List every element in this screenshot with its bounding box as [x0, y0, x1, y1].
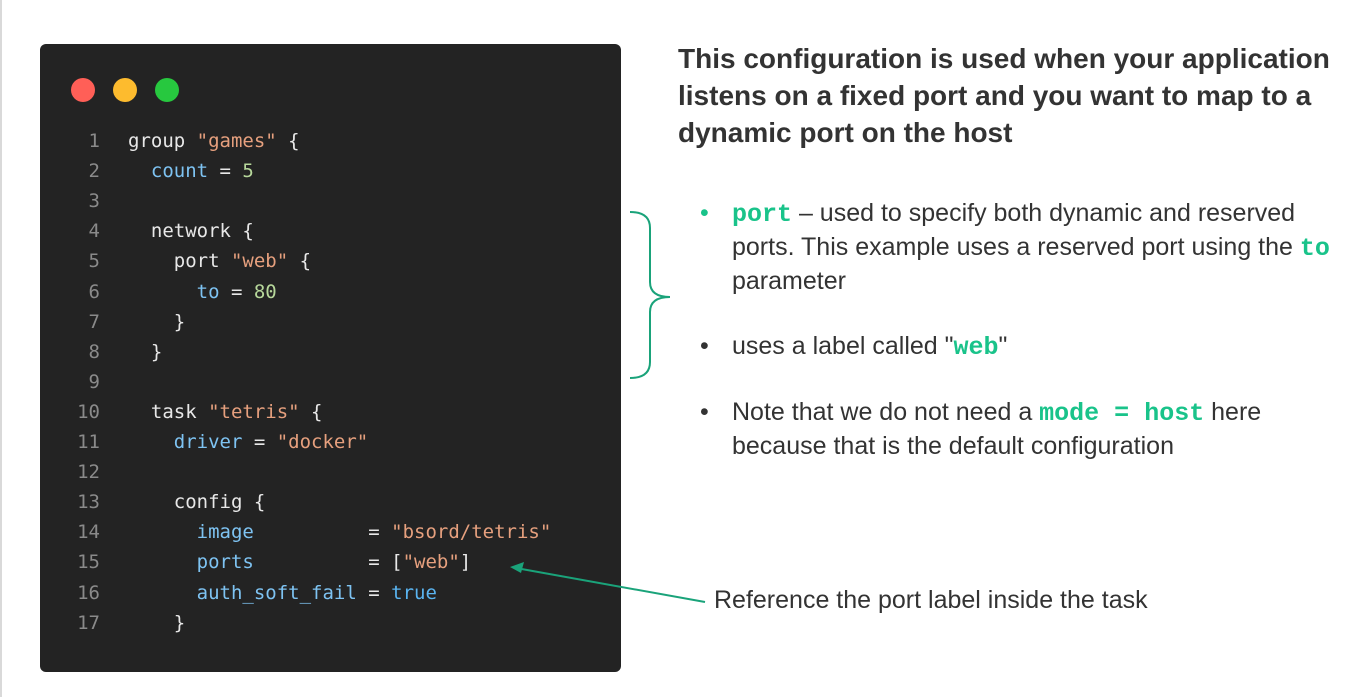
code-token: config { [128, 491, 266, 514]
arrowhead-icon [510, 562, 524, 573]
line-number: 15 [77, 551, 100, 574]
bullet-text: Note that we do not need a [732, 398, 1040, 426]
code-token: port [128, 250, 231, 273]
code-line: 6 to = 80 [60, 277, 277, 307]
maximize-dot-icon [155, 78, 179, 102]
line-number: 9 [88, 370, 100, 393]
code-window [40, 44, 621, 672]
line-number: 3 [88, 190, 100, 213]
code-token: = [208, 160, 243, 183]
code-token: true [391, 581, 437, 604]
curly-brace-icon [629, 211, 671, 379]
code-line: 16 auth_soft_fail = true [60, 578, 437, 608]
code-line: 12 [60, 457, 128, 487]
code-line: 11 driver = "docker" [60, 427, 368, 457]
code-token: auth_soft_fail [196, 581, 357, 604]
code-token: "games" [196, 130, 277, 152]
bullet-dot-icon: • [700, 398, 709, 426]
inline-code-web: web [953, 333, 999, 362]
code-token: image [196, 521, 254, 544]
bullet-dot-icon: • [700, 332, 709, 360]
code-line: 17 } [60, 608, 185, 638]
code-line: 10 task "tetris" { [60, 397, 322, 427]
code-token: "tetris" [208, 400, 300, 423]
code-token: { [288, 250, 312, 273]
line-number: 6 [88, 280, 100, 303]
code-token: { [276, 130, 300, 152]
arrow-line [515, 567, 706, 603]
code-token: } [128, 611, 186, 634]
line-number: 17 [77, 611, 100, 634]
code-token: ] [459, 551, 472, 574]
inline-code-port: port [732, 200, 793, 229]
line-number: 13 [77, 491, 100, 514]
code-line: 5 port "web" { [60, 246, 312, 276]
line-number: 7 [88, 310, 100, 333]
code-token: 80 [253, 280, 277, 303]
annotation-text: Reference the port label inside the task [714, 586, 1148, 614]
line-number: 16 [77, 581, 100, 604]
code-line: 13 config { [60, 487, 265, 517]
close-dot-icon [71, 78, 95, 102]
line-number: 5 [88, 250, 100, 273]
bullet-text: here because that is the default configu… [732, 398, 1262, 460]
code-line: 2 count = 5 [60, 156, 254, 186]
code-line: 1 group "games" { [60, 126, 300, 156]
line-number: 11 [77, 431, 100, 453]
inline-code-to: to [1299, 234, 1330, 263]
code-line: 4 network { [60, 216, 254, 246]
line-number: 8 [88, 340, 100, 363]
code-token: = [253, 521, 392, 544]
code-line: 9 [60, 367, 128, 397]
minimize-dot-icon [113, 78, 137, 102]
code-token: count [150, 160, 209, 183]
line-number: 2 [88, 160, 100, 183]
code-token: group [128, 130, 197, 152]
code-token: ports [196, 551, 254, 574]
line-number: 4 [88, 220, 100, 243]
code-token: "web" [230, 250, 289, 273]
bullet-text: parameter [732, 267, 846, 295]
code-token: = [356, 581, 392, 604]
code-token: "docker" [276, 431, 369, 453]
code-token: = [219, 280, 254, 303]
inline-code-mode-host: mode = host [1039, 399, 1205, 428]
line-number: 12 [77, 461, 100, 484]
code-token: } [128, 340, 163, 363]
slide-heading: This configuration is used when your app… [678, 43, 1330, 148]
code-token: "web" [402, 551, 460, 574]
left-border [0, 0, 2, 697]
bullet-text: " [998, 332, 1008, 360]
code-token: driver [173, 431, 243, 453]
code-line: 8 } [60, 337, 163, 367]
code-token: = [ [253, 551, 403, 574]
code-token: task [128, 400, 209, 423]
code-token: to [196, 280, 220, 303]
code-token: = [242, 431, 277, 453]
code-line: 14 image = "bsord/tetris" [60, 517, 551, 547]
line-number: 10 [77, 400, 100, 423]
code-token: "bsord/tetris" [391, 521, 552, 544]
code-line: 7 } [60, 307, 186, 337]
code-token: 5 [242, 160, 254, 183]
line-number: 1 [88, 130, 100, 152]
code-token: { [299, 400, 323, 423]
bullet-text: uses a label called " [732, 332, 954, 360]
line-number: 14 [77, 521, 100, 544]
code-token: } [128, 310, 186, 333]
code-line: 3 [60, 186, 128, 216]
bullet-text: – used to specify both dynamic and reser… [732, 199, 1300, 261]
code-token: network { [128, 220, 254, 243]
code-line: 15 ports = ["web"] [60, 547, 471, 577]
bullet-dot-icon: • [700, 199, 709, 227]
